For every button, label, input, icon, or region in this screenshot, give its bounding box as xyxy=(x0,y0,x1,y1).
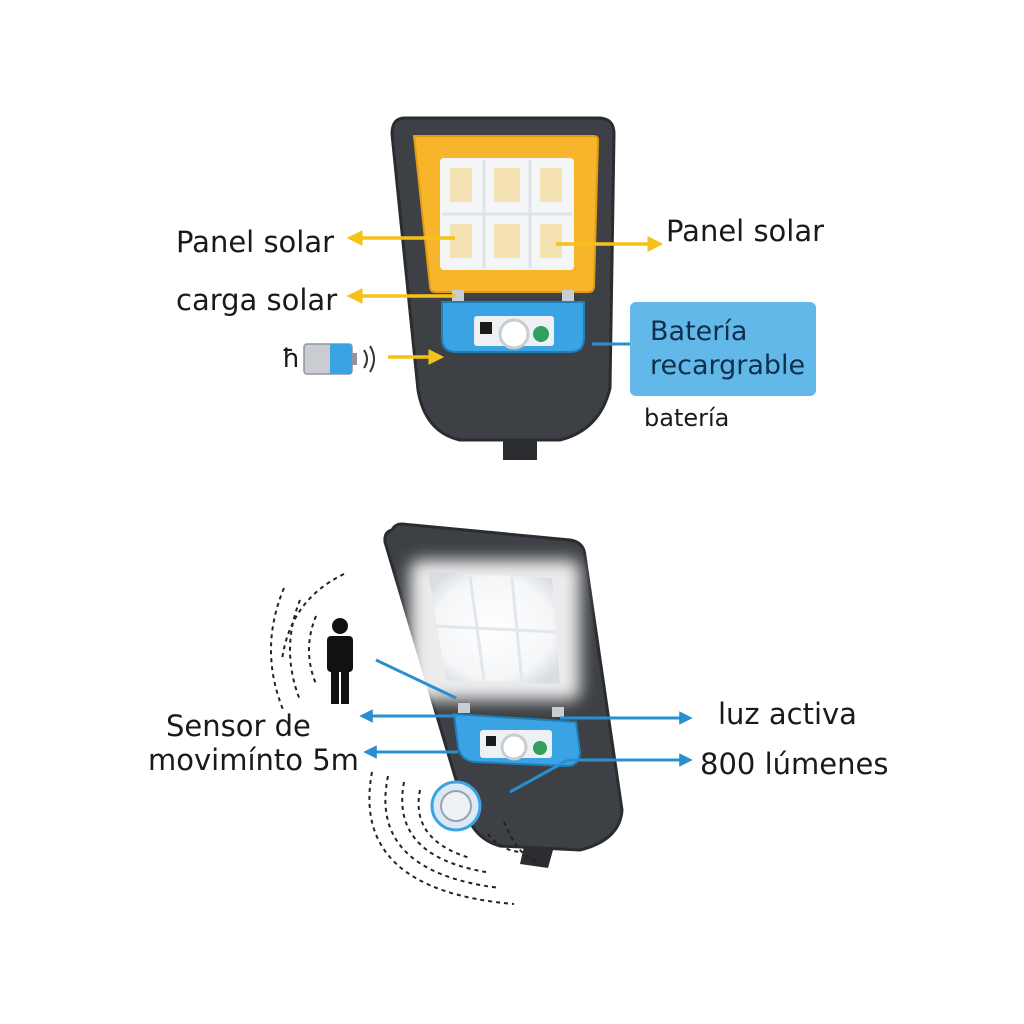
bateria-callout: Batería recargrable xyxy=(630,302,816,396)
charge-led-right xyxy=(562,290,574,302)
usb-battery-icon xyxy=(303,343,375,375)
charge-led-left-bottom xyxy=(458,703,470,713)
bottom-arrows xyxy=(359,658,693,794)
top-lamp xyxy=(390,116,616,460)
label-sensor-line2: movimínto 5m xyxy=(148,743,359,777)
led-panel-grid xyxy=(433,575,557,683)
motion-waves-sensor xyxy=(368,771,541,905)
charge-led-left xyxy=(452,290,464,302)
arrow-lumenes-lens xyxy=(509,758,569,794)
label-panel-solar-right: Panel solar xyxy=(666,214,825,248)
motion-sensor-lens-bottom xyxy=(500,733,528,761)
motion-sensor-lens xyxy=(498,318,530,350)
panel-led-dots xyxy=(450,168,562,258)
power-switch-bottom xyxy=(486,736,496,746)
usb-glyph: ħ xyxy=(282,344,301,374)
label-panel-solar-left: Panel solar xyxy=(176,225,335,259)
motion-waves-person xyxy=(270,573,345,713)
sensor-lens-icon xyxy=(430,780,482,832)
label-carga-solar: carga solar xyxy=(176,283,338,317)
arrow-person-pointer xyxy=(375,658,457,700)
indicator-led xyxy=(533,326,549,342)
indicator-led-bottom xyxy=(533,741,547,755)
label-sensor-line1: Sensor de xyxy=(166,709,311,743)
label-luz-activa: luz activa xyxy=(718,697,857,731)
label-bateria-line2: recargrable xyxy=(650,350,806,381)
label-lumenes: 800 lúmenes xyxy=(700,747,889,781)
charge-led-right-bottom xyxy=(552,707,564,717)
person-icon xyxy=(327,618,353,704)
bottom-lamp xyxy=(383,522,624,868)
label-bateria-line1: Batería xyxy=(650,316,748,347)
panel-grid xyxy=(442,160,572,268)
power-switch xyxy=(480,322,492,334)
label-bateria: batería xyxy=(644,404,730,432)
top-arrows xyxy=(346,230,664,365)
